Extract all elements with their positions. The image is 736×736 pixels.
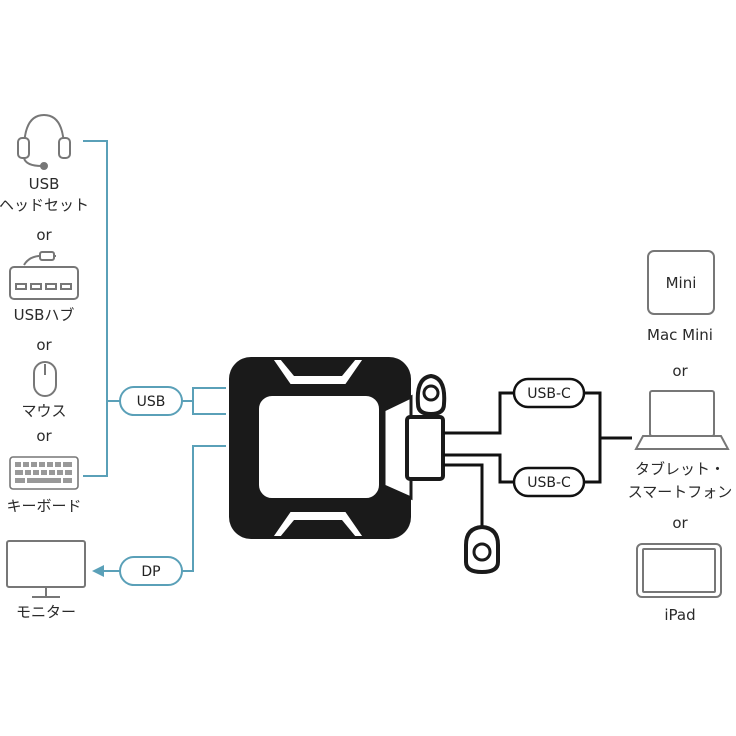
dp-pill: DP (119, 556, 183, 586)
laptop-icon (634, 390, 730, 450)
or-text: or (672, 514, 688, 532)
headset-label-line1: USB (29, 175, 60, 193)
usb-hub-label: USBハブ (14, 306, 75, 324)
ipad-label: iPad (664, 606, 695, 624)
keyboard-label: キーボード (6, 497, 81, 515)
mac-mini-box-text: Mini (666, 274, 697, 292)
usb-bus-lines (83, 140, 226, 572)
arrow-to-monitor-icon (92, 565, 104, 577)
usb-pill-label: USB (137, 394, 166, 410)
usbc-pill-top: USB-C (512, 377, 586, 409)
usb-hub-icon (9, 251, 79, 300)
or-text: or (672, 362, 688, 380)
connector-block (405, 373, 447, 481)
usb-c-cables (443, 391, 632, 527)
or-text: or (36, 336, 52, 354)
keyboard-icon (9, 456, 79, 490)
dock-device (229, 357, 413, 539)
monitor-label: モニター (16, 603, 76, 621)
usbc-pill-bottom: USB-C (512, 466, 586, 498)
ipad-icon (636, 543, 722, 598)
mouse-icon (33, 361, 57, 397)
dp-pill-label: DP (141, 564, 160, 580)
usb-pill: USB (119, 386, 183, 416)
mouse-label: マウス (21, 402, 66, 420)
usbc-bottom-label: USB-C (527, 475, 571, 491)
or-text: or (36, 226, 52, 244)
mac-mini-label: Mac Mini (647, 326, 713, 344)
headset-label-line2: ヘッドセット (0, 196, 89, 214)
cable-end-connector (464, 524, 500, 575)
headset-icon (17, 113, 71, 170)
tablet-label-line2: スマートフォン (628, 483, 733, 501)
tablet-label-line1: タブレット・ (635, 460, 725, 478)
monitor-icon (6, 540, 86, 598)
mac-mini-icon: Mini (647, 250, 715, 315)
or-text: or (36, 427, 52, 445)
usbc-top-label: USB-C (527, 386, 571, 402)
